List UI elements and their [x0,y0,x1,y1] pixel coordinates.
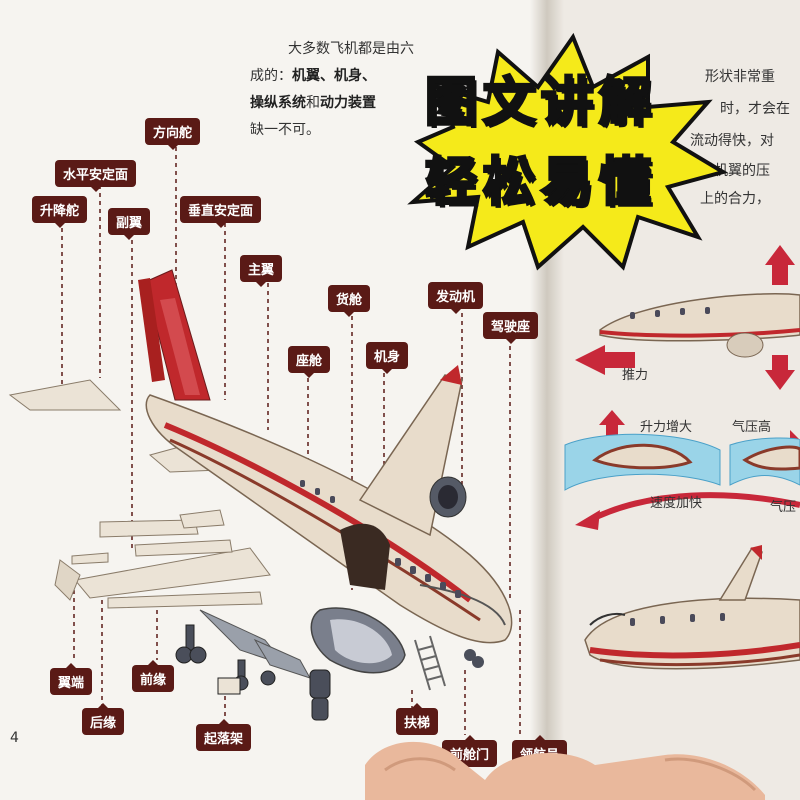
label-pressure-partial: 气压 [770,496,796,515]
label-wingtip: 翼端 [50,668,92,695]
badge-line-2: 轻松易懂 [425,140,657,215]
label-trailing-edge: 后缘 [82,708,124,735]
label-cabin: 座舱 [288,346,330,373]
label-aileron: 副翼 [108,208,150,235]
label-leading-edge: 前缘 [132,665,174,692]
label-elevator: 升降舵 [32,196,87,223]
label-engine: 发动机 [428,282,483,309]
label-speed-increase: 速度加快 [650,492,702,511]
label-rudder: 方向舵 [145,118,200,145]
label-cockpit: 驾驶座 [483,312,538,339]
badge-line-1: 图文讲解 [425,60,657,135]
label-cargo-hold: 货舱 [328,285,370,312]
page-number: 4 [10,730,19,746]
label-pressure-high: 气压高 [732,416,771,435]
label-landing-gear: 起落架 [196,724,251,751]
label-lift-increase: 升力增大 [640,416,692,435]
label-main-wing: 主翼 [240,255,282,282]
label-horizontal-stabilizer: 水平安定面 [55,160,136,187]
label-thrust: 推力 [622,364,648,383]
hand-photo [365,725,765,800]
label-vertical-stabilizer: 垂直安定面 [180,196,261,223]
label-fuselage: 机身 [366,342,408,369]
